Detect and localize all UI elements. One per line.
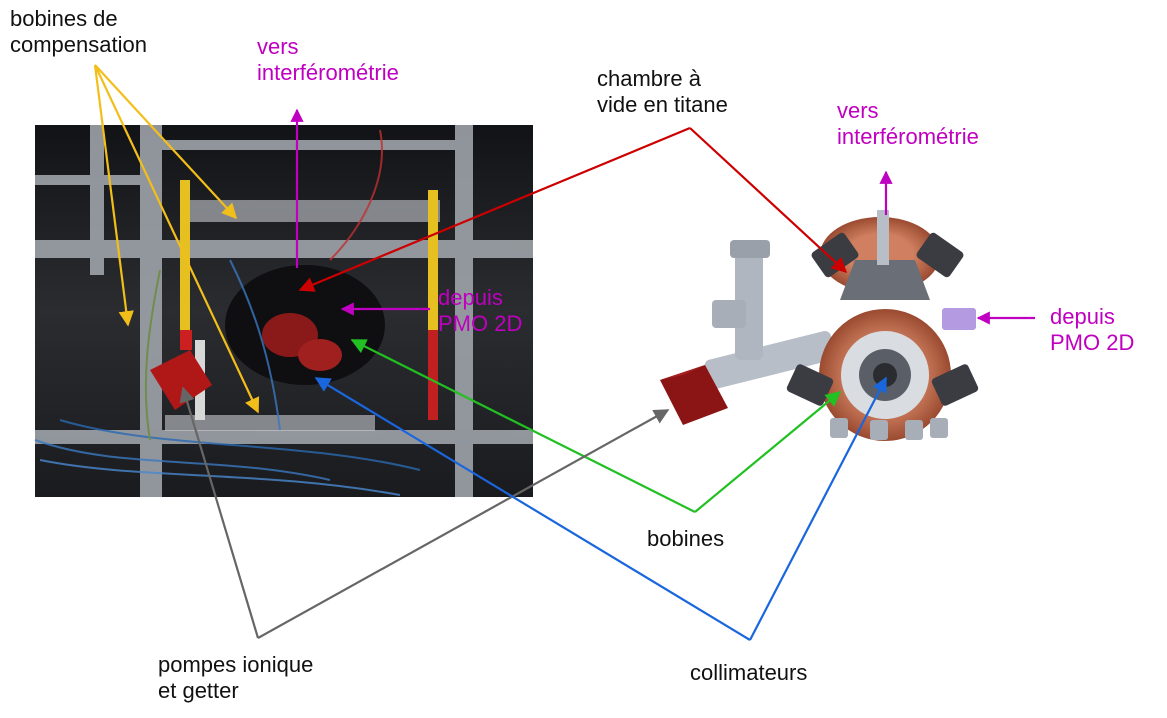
label-pmo-right-line1: depuis — [1050, 304, 1115, 329]
label-pumps-line1: pompes ionique — [158, 652, 314, 677]
compensation-arrow-3 — [94, 64, 260, 414]
cad-rendering — [660, 210, 979, 441]
coils-arrow-right — [694, 391, 842, 513]
label-from-pmo-right: depuis PMO 2D — [1050, 304, 1134, 356]
label-interf-left-line1: vers — [257, 34, 299, 59]
label-interf-right-line2: interférométrie — [837, 124, 979, 149]
coils-arrow-left — [350, 339, 696, 513]
label-chamber-line2: vide en titane — [597, 92, 728, 117]
label-to-interferometry-right: vers interférométrie — [837, 98, 979, 150]
label-titanium-chamber: chambre à vide en titane — [597, 66, 728, 118]
label-chamber-line1: chambre à — [597, 66, 701, 91]
collimators-arrow-left — [314, 377, 751, 641]
label-interf-left-line2: interférométrie — [257, 60, 399, 85]
chamber-arrow-right — [689, 127, 848, 274]
label-pmo-left-line1: depuis — [438, 285, 503, 310]
label-coils: bobines — [647, 526, 725, 551]
pumps-arrow-right — [257, 409, 670, 639]
label-compensation-line2: compensation — [10, 32, 147, 57]
compensation-arrow-1 — [94, 64, 238, 220]
label-from-pmo-left: depuis PMO 2D — [438, 285, 522, 337]
collimators-arrow-right — [749, 376, 887, 641]
label-compensation-line1: bobines de — [10, 6, 118, 31]
label-pmo-right-line2: PMO 2D — [1050, 330, 1135, 355]
pumps-arrow-left — [179, 386, 260, 639]
label-pumps-line2: et getter — [158, 678, 239, 703]
chamber-arrow-left — [298, 126, 691, 292]
label-to-interferometry-left: vers interférométrie — [257, 34, 399, 86]
compensation-arrow-2 — [93, 64, 134, 327]
label-ion-getter-pumps: pompes ionique et getter — [158, 652, 313, 704]
label-collimators: collimateurs — [690, 660, 808, 685]
annotation-lines — [93, 64, 1035, 641]
label-pmo-left-line2: PMO 2D — [438, 311, 523, 336]
label-compensation-coils: bobines de compensation — [10, 6, 147, 58]
lab-photo — [34, 125, 533, 497]
label-interf-right-line1: vers — [837, 98, 879, 123]
